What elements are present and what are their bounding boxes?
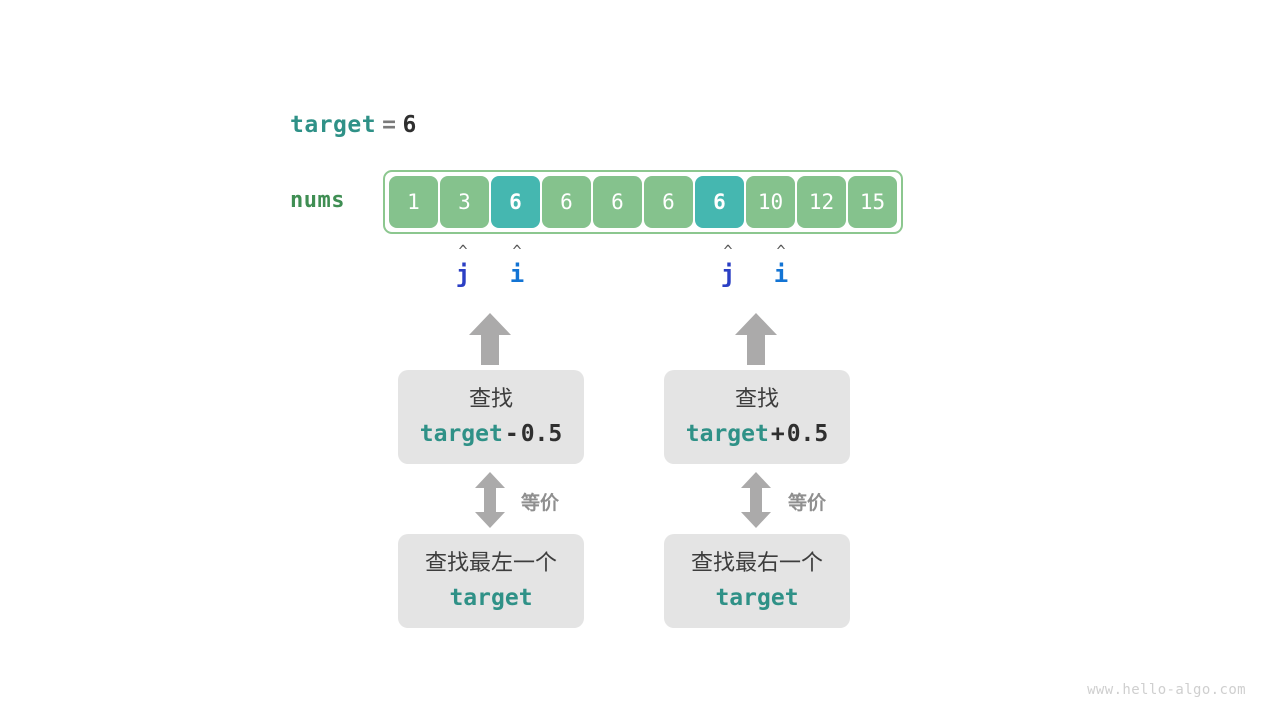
box-line-1: 查找最左一个 — [424, 550, 557, 575]
array-cell-highlighted: 6 — [695, 176, 744, 228]
target-variable-name: target — [685, 421, 769, 447]
equivalence-label-left: 等价 — [521, 493, 560, 514]
array-container: 1 3 6 6 6 6 6 10 12 15 — [383, 170, 903, 234]
watermark: www.hello-algo.com — [1087, 682, 1246, 698]
box-line-2: target — [449, 582, 532, 614]
caret-icon: ^ — [458, 242, 468, 260]
box-line-2: target+0.5 — [686, 418, 829, 450]
box-line-1: 查找最右一个 — [690, 550, 823, 575]
target-variable-name: target — [290, 112, 377, 138]
array-cell-highlighted: 6 — [491, 176, 540, 228]
box-line-2: target-0.5 — [420, 418, 563, 450]
array-cell: 6 — [644, 176, 693, 228]
box-search-target-plus: 查找 target+0.5 — [664, 370, 850, 464]
array-cell: 1 — [389, 176, 438, 228]
pointer-label: i — [509, 260, 525, 288]
equals-sign: = — [382, 112, 397, 138]
pointer-label: j — [720, 260, 736, 288]
operator-sign: + — [770, 421, 785, 447]
box-line-2: target — [715, 582, 798, 614]
caret-icon: ^ — [512, 242, 522, 260]
pointer-label: j — [455, 260, 471, 288]
pointer-marker-i-left: ^ i — [497, 242, 537, 288]
array-cell: 10 — [746, 176, 795, 228]
array-cell: 12 — [797, 176, 846, 228]
offset-value: 0.5 — [786, 421, 829, 447]
array-cell: 6 — [593, 176, 642, 228]
pointer-marker-j-left: ^ j — [443, 242, 483, 288]
box-line-1: 查找 — [734, 386, 779, 411]
array-cell: 3 — [440, 176, 489, 228]
pointer-label: i — [773, 260, 789, 288]
up-arrow-icon-left — [469, 313, 511, 365]
target-variable-name: target — [715, 585, 799, 611]
box-search-leftmost-target: 查找最左一个 target — [398, 534, 584, 628]
offset-value: 0.5 — [520, 421, 563, 447]
target-declaration: target=6 — [290, 112, 417, 138]
array-cell: 6 — [542, 176, 591, 228]
equivalence-label-right: 等价 — [788, 493, 827, 514]
operator-sign: - — [504, 421, 519, 447]
pointer-marker-i-right: ^ i — [761, 242, 801, 288]
pointer-marker-j-right: ^ j — [708, 242, 748, 288]
box-search-target-minus: 查找 target-0.5 — [398, 370, 584, 464]
target-variable-name: target — [449, 585, 533, 611]
box-line-1: 查找 — [468, 386, 513, 411]
equivalence-arrow-icon-right — [741, 472, 771, 528]
caret-icon: ^ — [776, 242, 786, 260]
box-search-rightmost-target: 查找最右一个 target — [664, 534, 850, 628]
up-arrow-icon-right — [735, 313, 777, 365]
target-value: 6 — [402, 112, 417, 138]
equivalence-arrow-icon-left — [475, 472, 505, 528]
array-cell: 15 — [848, 176, 897, 228]
array-label: nums — [290, 188, 345, 213]
target-variable-name: target — [419, 421, 503, 447]
caret-icon: ^ — [723, 242, 733, 260]
